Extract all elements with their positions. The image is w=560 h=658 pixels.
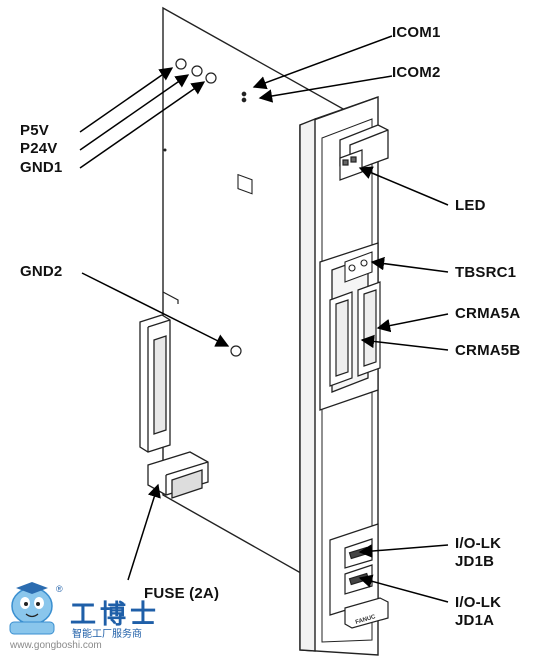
faceplate-brand: FANUC <box>355 614 377 626</box>
label-crma5a: CRMA5A <box>455 305 521 322</box>
arrow-tbsrc1 <box>370 256 449 273</box>
label-tbsrc1: TBSRC1 <box>455 264 517 281</box>
label-gnd2: GND2 <box>20 263 63 280</box>
arrow-icom1 <box>252 35 393 90</box>
arrow-iolk-jd1b <box>358 544 449 558</box>
test-points-top <box>175 58 217 84</box>
gnd2-test-point <box>230 345 242 357</box>
arrow-crma5b <box>360 334 449 351</box>
label-gnd1: GND1 <box>20 159 63 176</box>
watermark-brand: 工博士 <box>70 600 161 630</box>
arrow-p5v <box>79 67 174 133</box>
bottom-handle <box>344 597 389 629</box>
label-iolk-jd1b-line1: I/O-LK <box>455 535 502 552</box>
watermark-mascot <box>9 582 55 635</box>
watermark-url: www.gongboshi.com <box>10 640 102 651</box>
tbsrc1-terminal <box>344 251 373 283</box>
led-block <box>339 149 363 181</box>
watermark-slogan: 智能工厂服务商 <box>72 629 142 640</box>
arrow-p24v <box>79 74 190 151</box>
watermark-registered: ® <box>56 584 63 594</box>
label-icom1: ICOM1 <box>392 24 441 41</box>
label-p24v: P24V <box>20 140 58 157</box>
arrow-fuse <box>127 483 161 581</box>
label-iolk-jd1a-line1: I/O-LK <box>455 594 502 611</box>
label-icom2: ICOM2 <box>392 64 441 81</box>
leader-lines <box>79 35 449 603</box>
label-led: LED <box>455 197 486 214</box>
arrow-gnd1 <box>79 81 206 169</box>
label-iolk-jd1a-line2: JD1A <box>455 612 495 629</box>
arrow-crma5a <box>376 313 449 333</box>
label-crma5b: CRMA5B <box>455 342 521 359</box>
arrow-led <box>358 166 449 206</box>
arrow-gnd2 <box>81 272 230 347</box>
label-p5v: P5V <box>20 122 49 139</box>
arrow-icom2 <box>258 75 393 103</box>
icom-connector <box>237 91 253 195</box>
label-iolk-jd1b-line2: JD1B <box>455 553 495 570</box>
arrow-iolk-jd1a <box>358 574 449 603</box>
backplane-connector <box>139 314 171 453</box>
label-fuse: FUSE (2A) <box>144 585 220 602</box>
